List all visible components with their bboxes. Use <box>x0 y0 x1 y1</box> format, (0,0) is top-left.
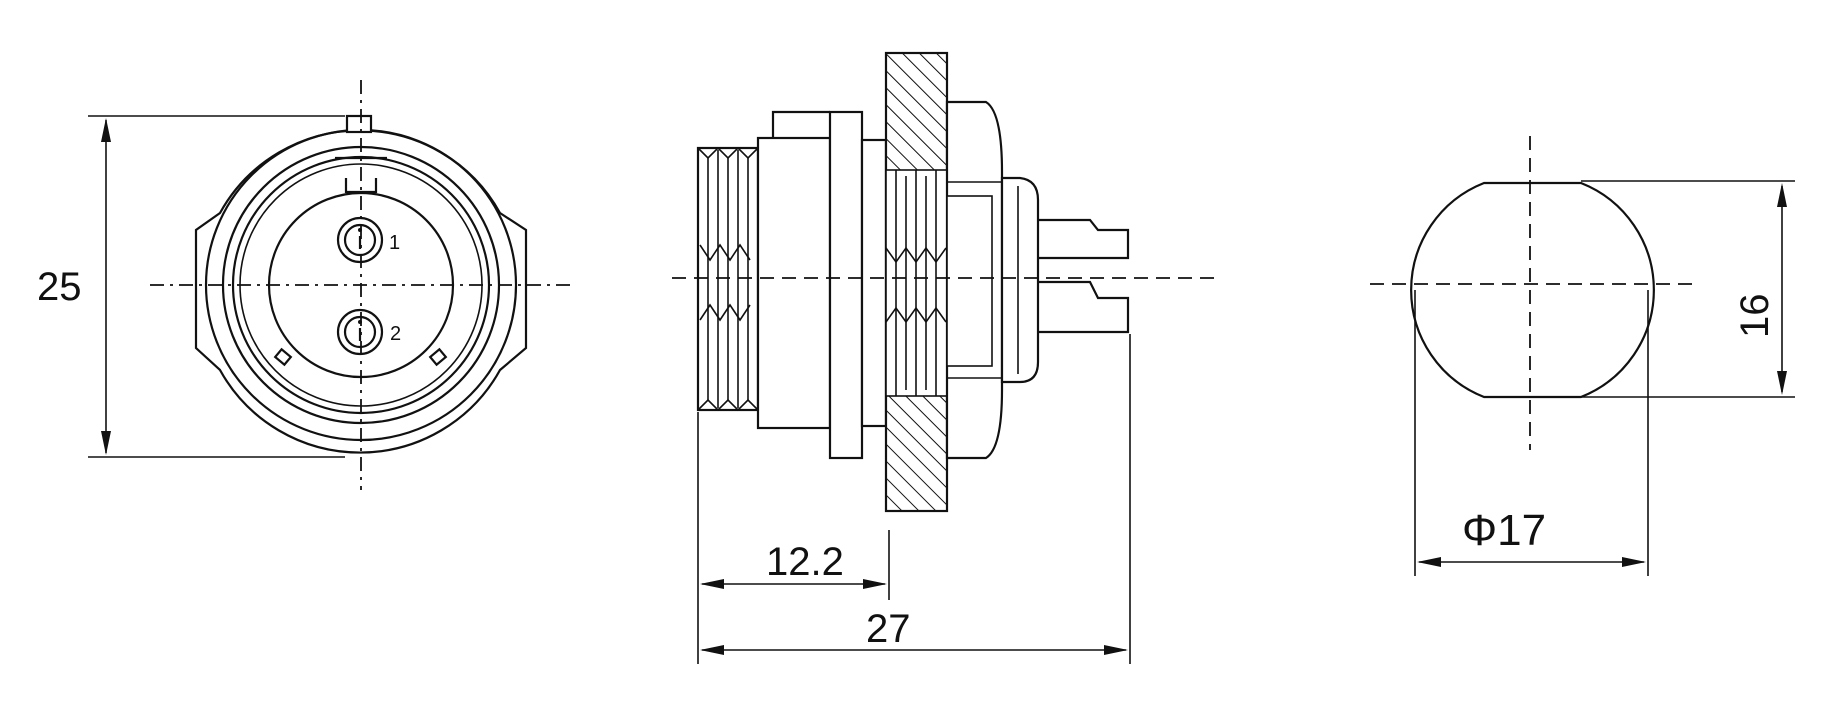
side-flange <box>828 110 864 460</box>
dim-12-2-label: 12.2 <box>766 540 844 584</box>
solder-tail-upper <box>1038 218 1130 260</box>
cutout-view: 16 Φ17 <box>1370 136 1795 576</box>
dim-phi17-arrow-left <box>1417 557 1441 567</box>
pin-1-inner <box>343 223 377 257</box>
panel-thread-lines <box>885 170 947 396</box>
dim-16-arrow-bottom <box>1777 371 1787 395</box>
barrel-threads <box>697 146 759 412</box>
pin-2-label: 2 <box>390 323 401 345</box>
rear-shoulder <box>1000 176 1040 384</box>
side-spacer <box>860 138 888 428</box>
front-view: 1 2 25 <box>37 80 572 490</box>
pin-1-outer <box>336 216 384 264</box>
cutout-shape <box>1410 181 1655 399</box>
pin-1-label: 1 <box>389 232 400 254</box>
side-view: 12.2 27 <box>672 51 1215 664</box>
side-collar <box>756 136 832 430</box>
front-key-right <box>428 347 448 367</box>
dim-25-label: 25 <box>37 265 82 309</box>
front-top-key <box>345 114 373 134</box>
pin-2-inner <box>343 315 377 349</box>
dim-27-arrow-right <box>1104 645 1128 655</box>
dim-25-arrow-bottom <box>101 431 111 455</box>
dim-27-arrow-left <box>700 645 724 655</box>
dim-16-arrow-top <box>1777 183 1787 207</box>
front-key-left <box>273 347 293 367</box>
dim-27-label: 27 <box>866 607 911 651</box>
dim-phi17-arrow-right <box>1622 557 1646 567</box>
dim-25-arrow-top <box>101 118 111 142</box>
side-key-tab <box>771 110 830 138</box>
nut-thread <box>946 195 993 367</box>
solder-tail-lower <box>1038 280 1130 334</box>
dim-12-2-arrow-right <box>863 579 887 589</box>
dim-12-2-arrow-left <box>700 579 724 589</box>
dim-16-label: 16 <box>1733 294 1777 339</box>
dim-phi17-label: Φ17 <box>1462 506 1546 555</box>
pin-2-outer <box>336 308 384 356</box>
